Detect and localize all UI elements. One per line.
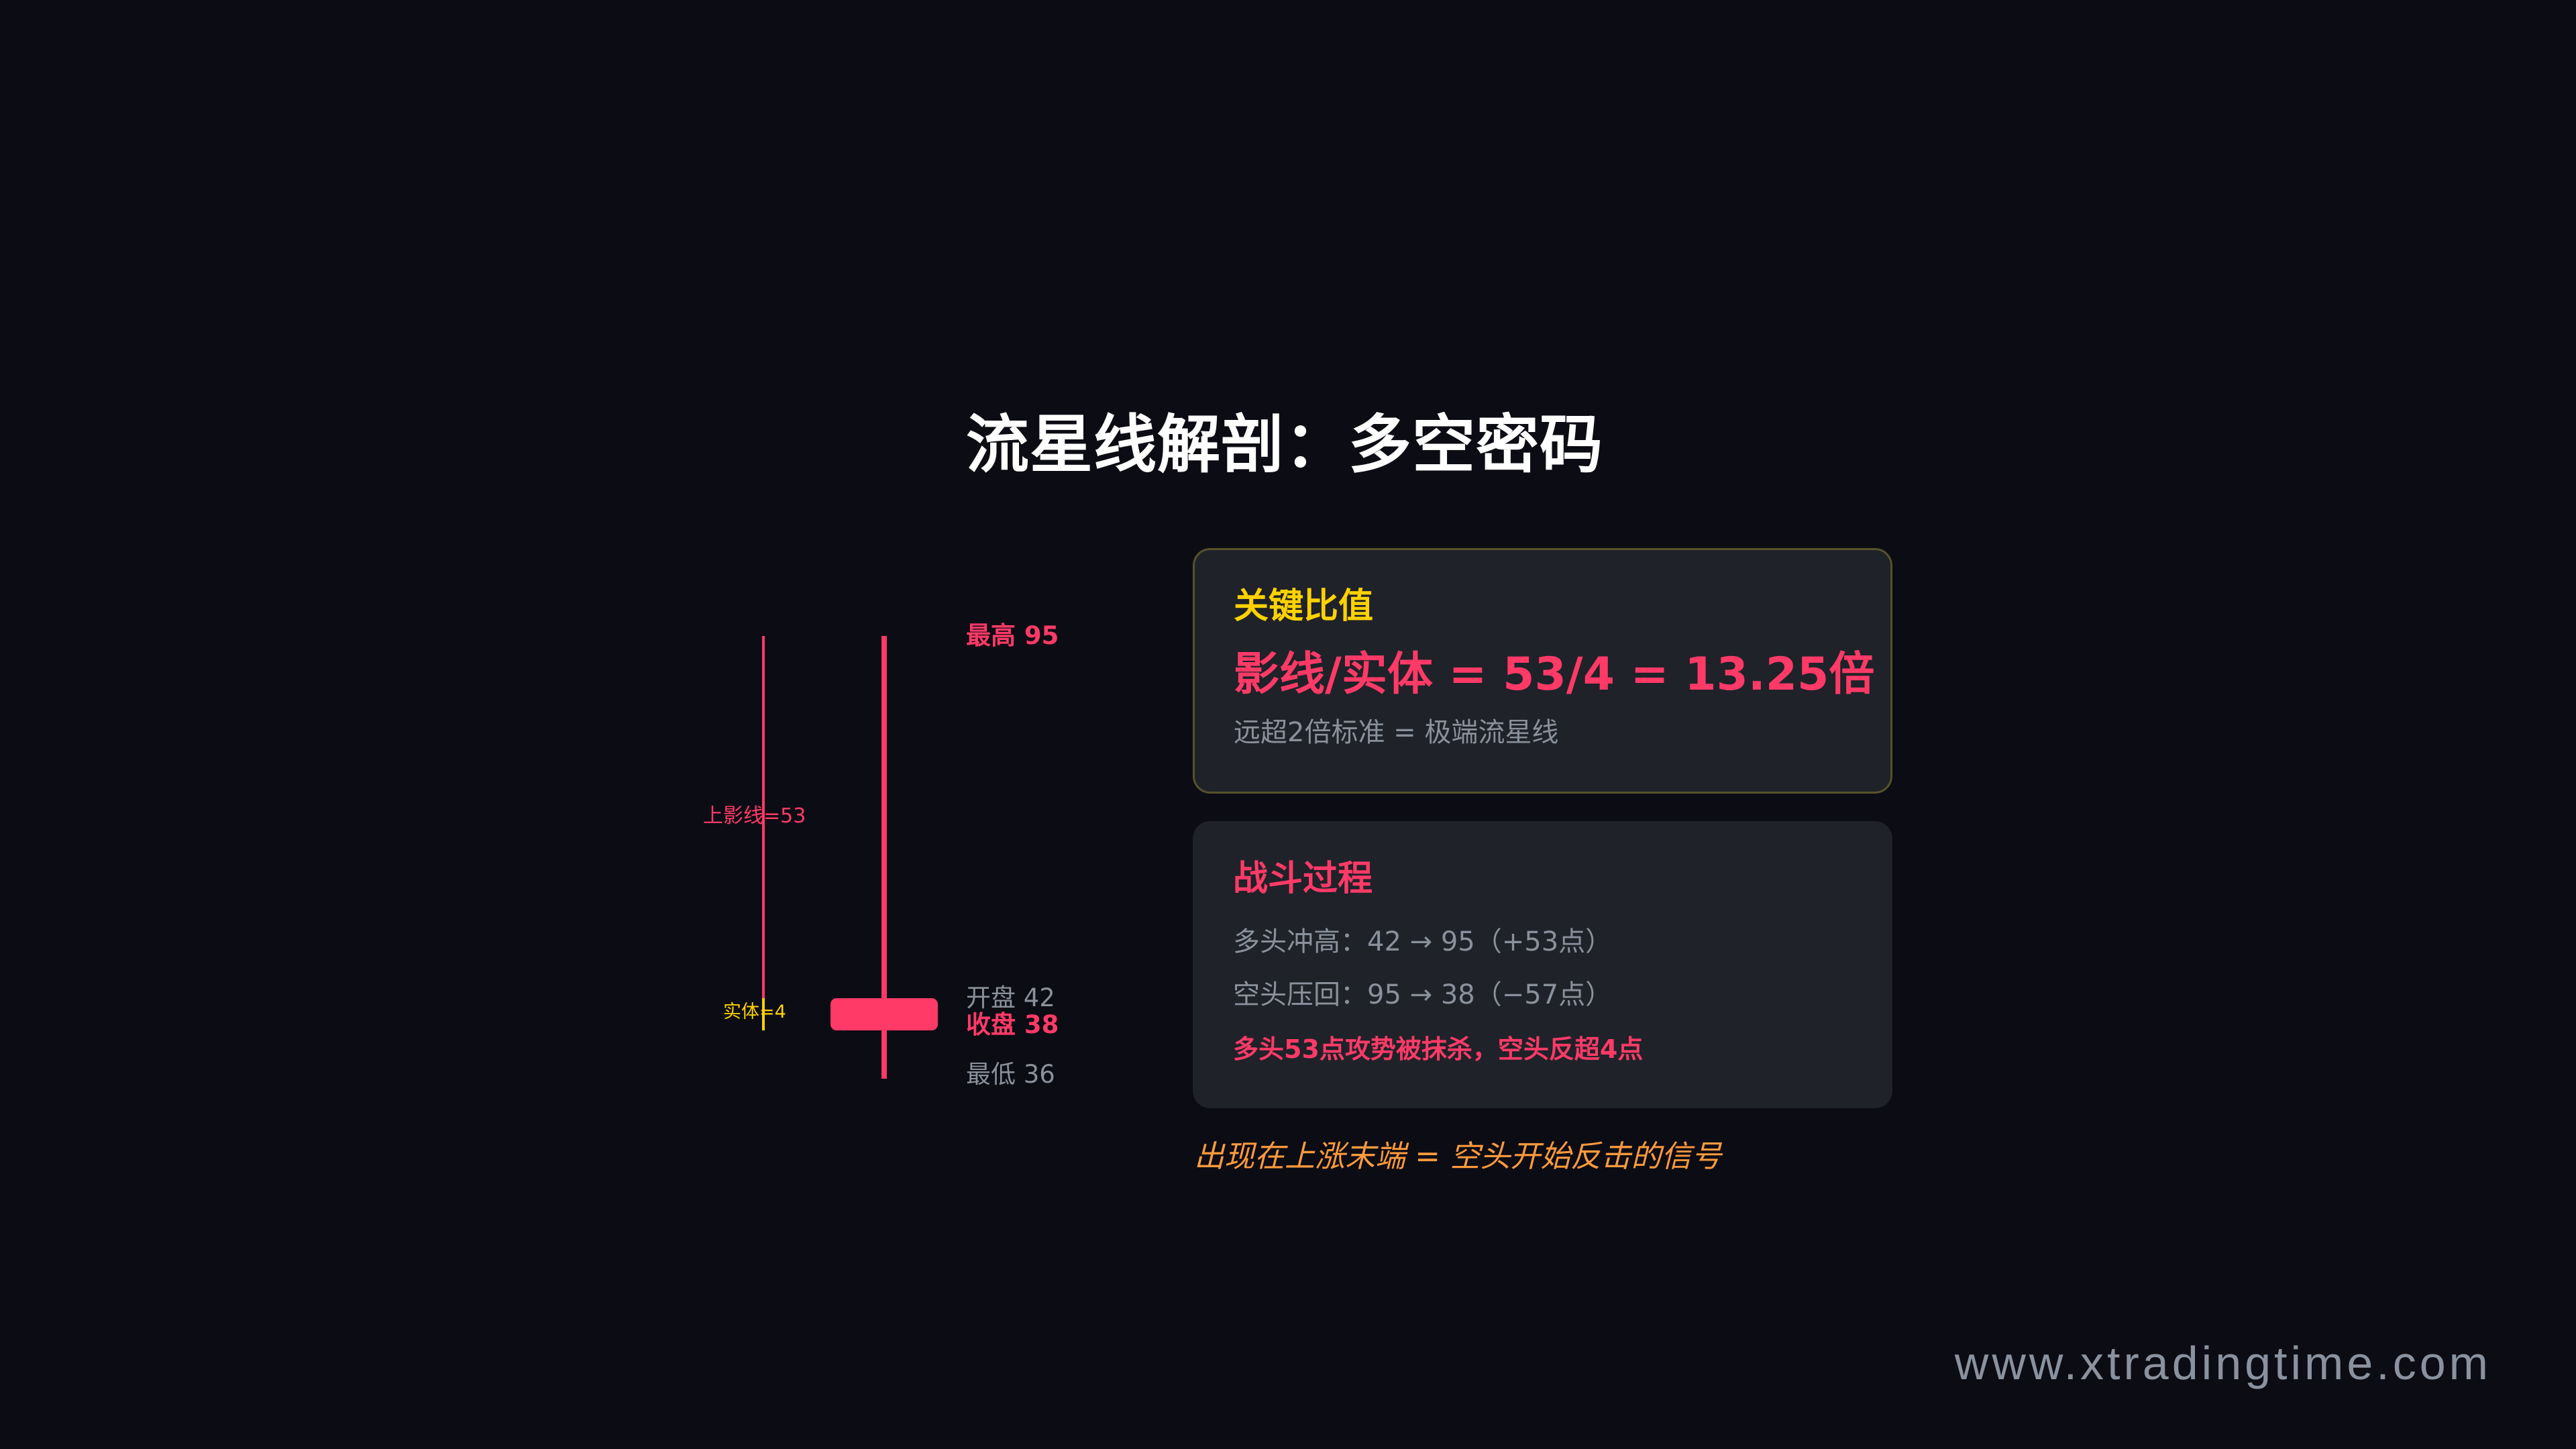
bull-push-step: 多头冲高：42 → 95（+53点）	[1233, 926, 1613, 957]
key-ratio-title: 关键比值	[1234, 586, 1374, 627]
bear-push-step: 空头压回：95 → 38（−57点）	[1233, 979, 1613, 1010]
watermark: www.xtradingtime.com	[1954, 1337, 2491, 1389]
ratio-note: 远超2倍标准 = 极端流星线	[1234, 717, 1559, 748]
ratio-formula: 影线/实体 = 53/4 = 13.25倍	[1234, 648, 1875, 701]
upper-shadow-label: 上影线=53	[703, 804, 806, 828]
upper-shadow-measure-line	[762, 636, 765, 998]
candle-wick	[881, 636, 887, 1079]
signal-note: 出现在上涨末端 = 空头开始反击的信号	[1194, 1138, 1722, 1174]
body-size-label: 实体=4	[723, 1002, 786, 1022]
battle-verdict: 多头53点攻势被抹杀，空头反超4点	[1233, 1034, 1644, 1064]
key-ratio-card: 关键比值 影线/实体 = 53/4 = 13.25倍 远超2倍标准 = 极端流星…	[1193, 548, 1892, 794]
candle-body	[830, 998, 938, 1030]
low-price-label: 最低 36	[966, 1060, 1055, 1089]
battle-title: 战斗过程	[1233, 859, 1373, 899]
high-price-label: 最高 95	[966, 621, 1059, 650]
close-price-label: 收盘 38	[966, 1010, 1059, 1039]
open-price-label: 开盘 42	[966, 983, 1055, 1012]
battle-process-card: 战斗过程 多头冲高：42 → 95（+53点） 空头压回：95 → 38（−57…	[1193, 821, 1892, 1108]
body-measure-line	[762, 998, 765, 1030]
page-title: 流星线解剖：多空密码	[966, 409, 1604, 482]
